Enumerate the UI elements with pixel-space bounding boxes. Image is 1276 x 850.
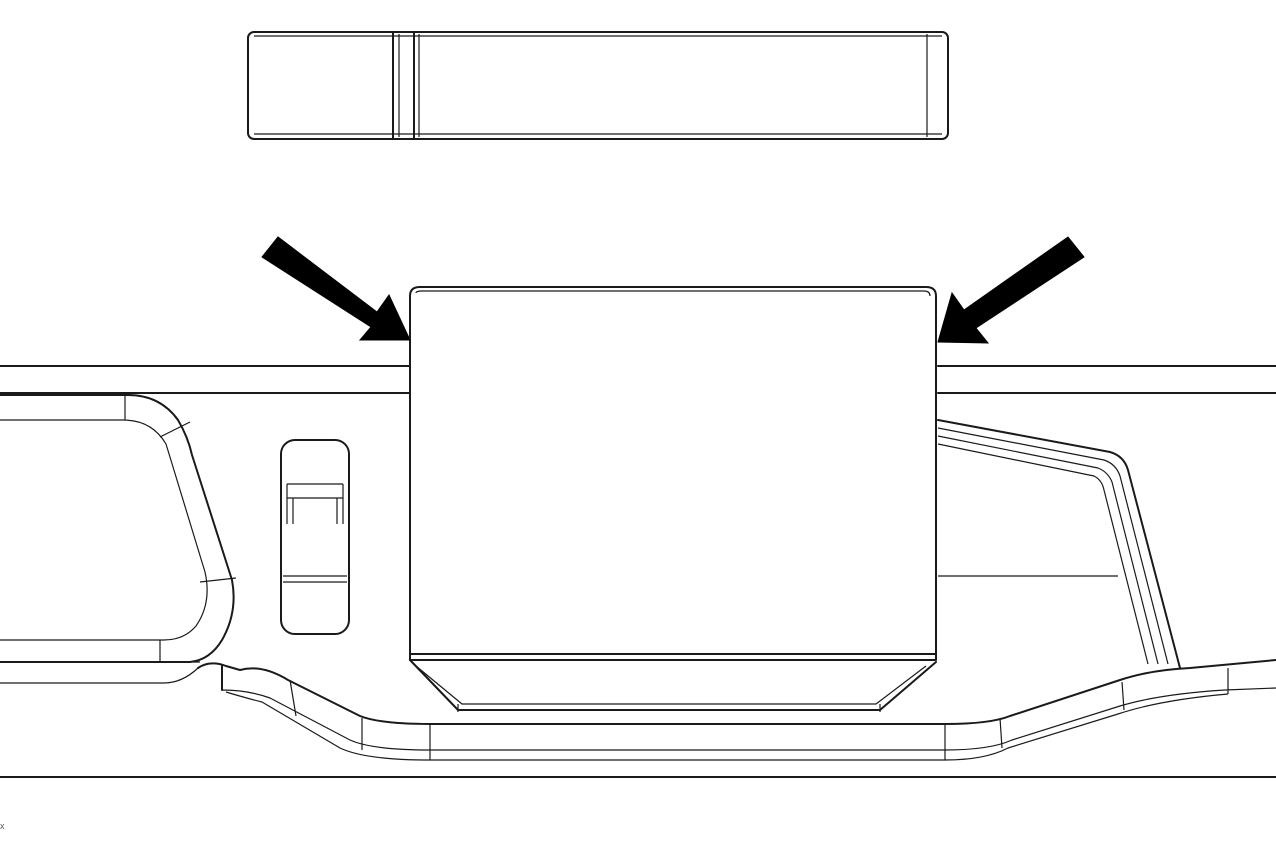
- port-cover-plate: [409, 286, 937, 712]
- right-arrow: [937, 236, 1085, 344]
- usb-drive: [247, 31, 949, 140]
- corner-mark: x: [0, 821, 5, 831]
- left-arrow: [261, 236, 411, 341]
- sliding-latch: [280, 439, 350, 635]
- panel-housing: [0, 365, 1276, 778]
